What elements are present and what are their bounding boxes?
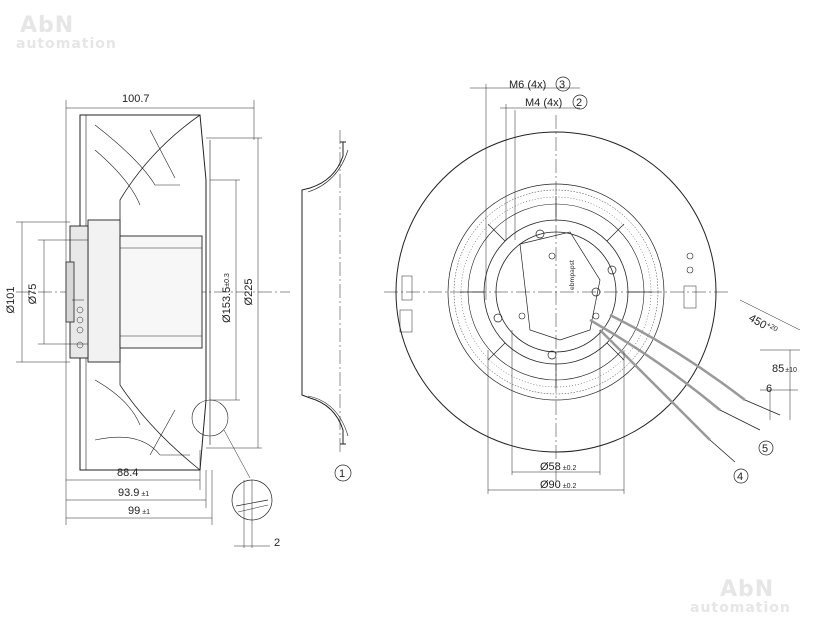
label-m6: M6 (4x) <box>509 79 546 91</box>
dim-cable-length: 450+20 <box>747 312 779 338</box>
watermark-sub-bottom: automation <box>690 600 791 616</box>
label-m4: M4 (4x) <box>525 97 562 109</box>
callout-3: 3 <box>559 79 565 91</box>
side-view <box>16 100 290 548</box>
dim-dia-75: Ø75 <box>27 284 39 305</box>
dim-dia-153-5: Ø153.5±0.3 <box>221 273 233 323</box>
watermark-sub-top: automation <box>16 36 117 52</box>
front-view <box>384 76 801 494</box>
callout-2: 2 <box>576 97 582 109</box>
dim-wire-end: 6 <box>766 383 772 395</box>
dim-detail-2: 2 <box>274 537 280 549</box>
dim-88-4: 88.4 <box>117 467 138 479</box>
watermark-brand-bottom: AbN <box>720 577 774 602</box>
section-callout-1: 1 <box>339 468 345 480</box>
dim-overall-width: 100.7 <box>122 93 150 105</box>
dim-dia-101: Ø101 <box>5 287 17 314</box>
dim-dia-225: Ø225 <box>243 279 255 306</box>
dim-dia-90: Ø90±0.2 <box>540 479 576 491</box>
dim-dia-58: Ø58±0.2 <box>540 461 576 473</box>
dim-93-9: 93.9±1 <box>118 487 149 499</box>
callout-4: 4 <box>737 471 743 483</box>
dim-strip-length: 85±10 <box>772 363 797 375</box>
callout-5: 5 <box>762 443 768 455</box>
brand-text: ebmpapst <box>569 259 576 290</box>
watermark-brand-top: AbN <box>20 13 74 38</box>
dim-99: 99±1 <box>128 505 150 517</box>
section-view <box>301 130 352 482</box>
